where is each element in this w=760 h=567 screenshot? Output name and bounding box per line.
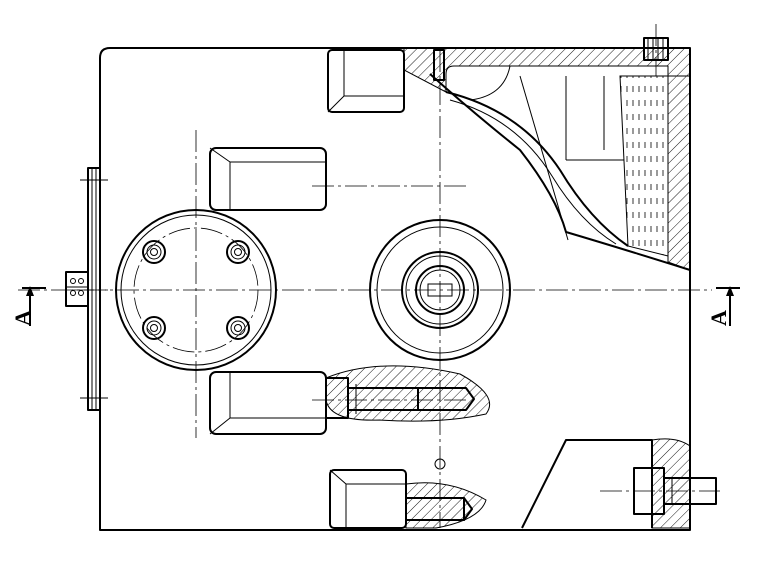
bolt-head — [226, 240, 250, 264]
bolt-head — [142, 240, 166, 264]
section-label-left: A — [10, 310, 35, 326]
left-flange — [80, 167, 108, 411]
section-marker-left — [22, 286, 46, 326]
breather-plug — [643, 24, 669, 76]
bottom-right-section — [521, 438, 720, 529]
bottom-block — [329, 469, 407, 529]
bolt-head — [226, 316, 250, 340]
bottom-bolt-section — [405, 458, 487, 529]
upper-block — [209, 147, 327, 211]
section-marker-right — [716, 286, 740, 326]
dowel-pin — [433, 49, 445, 81]
lower-block — [209, 371, 327, 435]
right-bearing — [369, 219, 511, 361]
left-bearing-cover — [115, 209, 277, 371]
lower-bolt-section — [325, 365, 491, 422]
section-cutaway — [403, 47, 691, 271]
top-block — [327, 49, 405, 113]
section-label-right: A — [706, 310, 731, 326]
housing-outline — [99, 47, 691, 531]
bolt-head — [142, 316, 166, 340]
drain-plug — [65, 271, 89, 307]
